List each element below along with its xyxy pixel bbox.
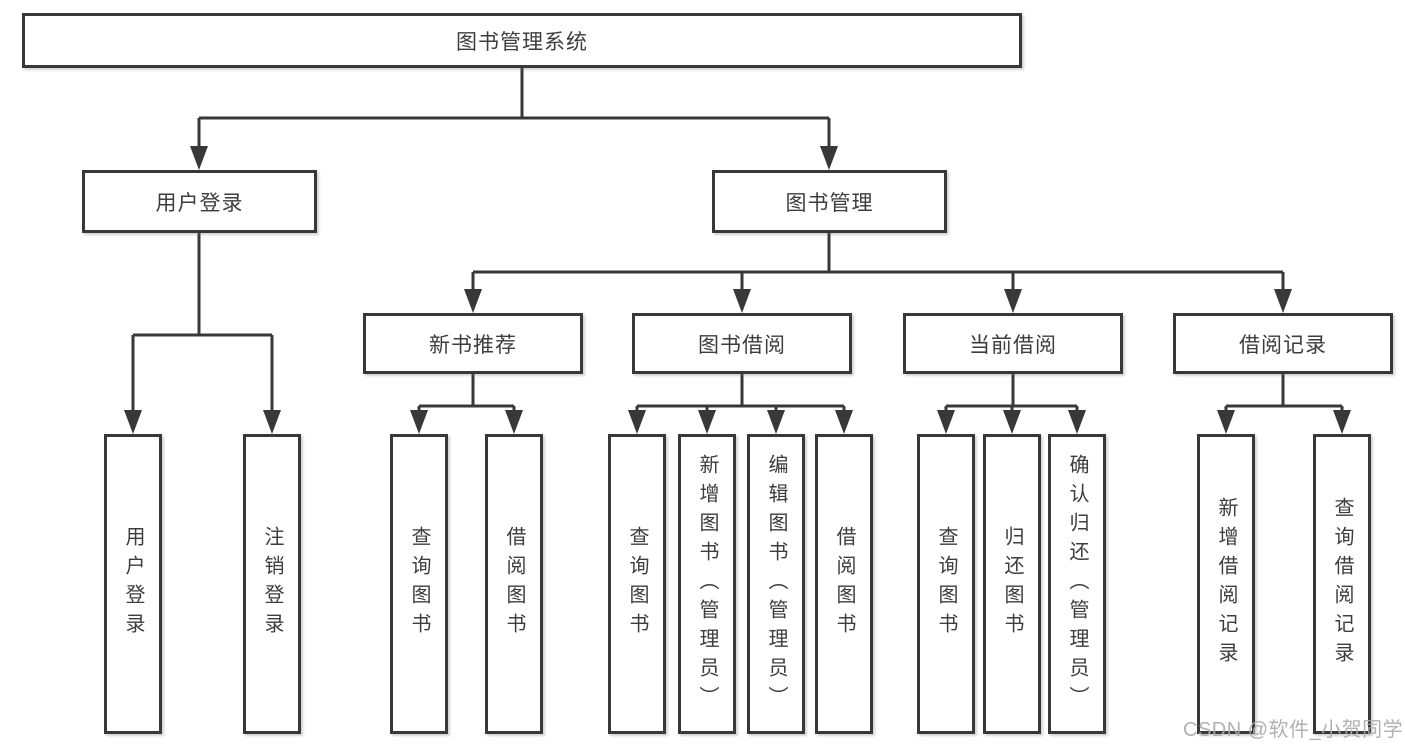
arrow-icon [628, 410, 646, 434]
leaf-borrowing-query-books: 查询图书 [608, 434, 666, 734]
arrow-icon [1004, 289, 1022, 313]
arrow-icon [190, 146, 208, 170]
node-book-management: 图书管理 [712, 170, 947, 233]
leaf-user-login: 用户登录 [104, 434, 162, 734]
arrow-icon [410, 410, 428, 434]
node-library-management-system: 图书管理系统 [22, 13, 1022, 68]
node-current-borrowing: 当前借阅 [903, 313, 1123, 374]
leaf-recommend-query-books: 查询图书 [390, 434, 448, 734]
arrow-icon [820, 146, 838, 170]
leaf-add-books-admin: 新增图书（管理员） [678, 434, 736, 734]
leaf-query-borrow-record: 查询借阅记录 [1313, 434, 1371, 734]
leaf-borrowing-borrow-books: 借阅图书 [815, 434, 873, 734]
arrow-icon [1217, 410, 1235, 434]
leaf-logout: 注销登录 [243, 434, 301, 734]
arrow-icon [767, 410, 785, 434]
leaf-confirm-return-admin: 确认归还（管理员） [1048, 434, 1106, 734]
arrow-icon [835, 410, 853, 434]
leaf-add-borrow-record: 新增借阅记录 [1197, 434, 1255, 734]
arrow-icon [698, 410, 716, 434]
node-new-book-recommendation: 新书推荐 [363, 313, 583, 374]
arrow-icon [505, 410, 523, 434]
arrow-icon [1068, 410, 1086, 434]
node-book-borrowing: 图书借阅 [632, 313, 852, 374]
arrow-icon [263, 410, 281, 434]
leaf-return-books: 归还图书 [983, 434, 1041, 734]
arrow-icon [937, 410, 955, 434]
csdn-watermark: CSDN @软件_小贺同学 [1183, 719, 1404, 741]
node-user-login: 用户登录 [82, 170, 317, 233]
arrow-icon [1274, 289, 1292, 313]
leaf-edit-books-admin: 编辑图书（管理员） [747, 434, 805, 734]
arrow-icon [464, 289, 482, 313]
node-borrowing-records: 借阅记录 [1173, 313, 1393, 374]
leaf-recommend-borrow-books: 借阅图书 [485, 434, 543, 734]
arrow-icon [733, 289, 751, 313]
arrow-icon [1333, 410, 1351, 434]
arrow-icon [1003, 410, 1021, 434]
arrow-icon [124, 410, 142, 434]
leaf-current-query-books: 查询图书 [917, 434, 975, 734]
